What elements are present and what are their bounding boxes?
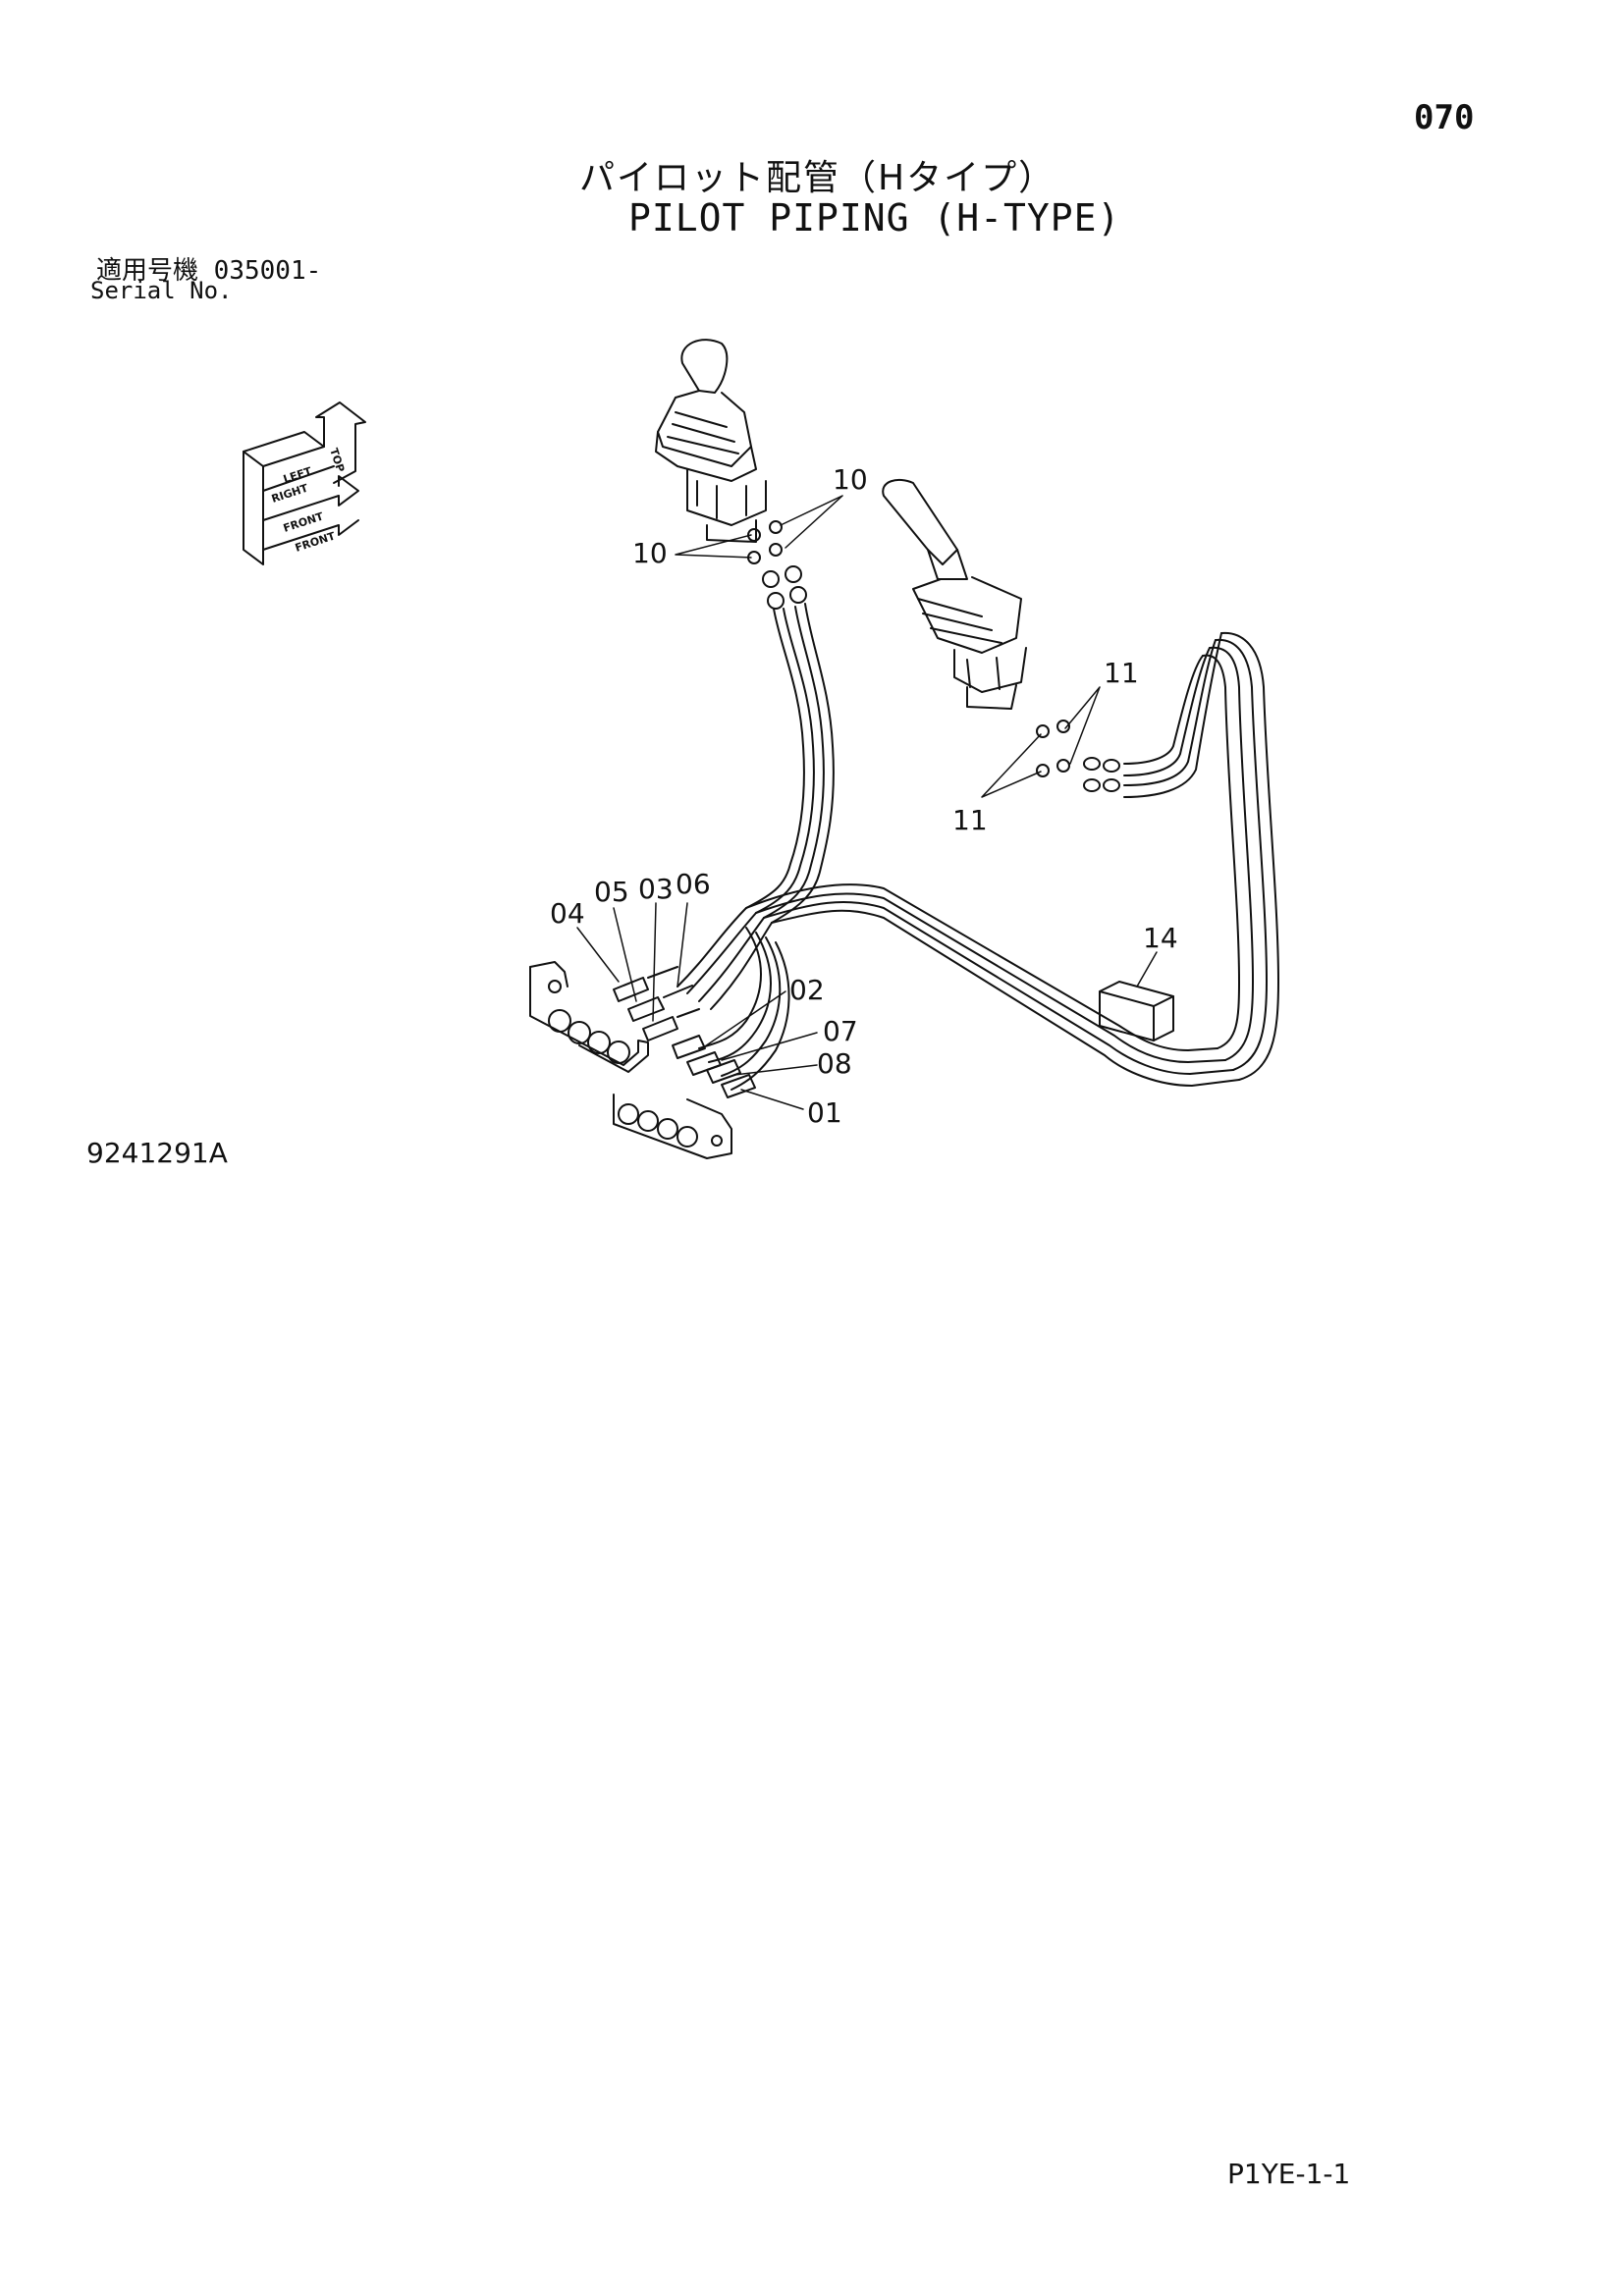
orientation-top: TOP [327, 447, 347, 474]
callout-04: 04 [550, 897, 585, 930]
serial-line-japanese: 適用号機 035001- [96, 250, 321, 287]
fittings-10 [747, 520, 807, 610]
title-japanese: パイロット配管（Hタイプ） [579, 158, 1056, 198]
callout-01: 01 [807, 1096, 842, 1129]
orientation-indicator: LEFT RIGHT FRONT FRONT TOP [243, 401, 366, 565]
drawing-number: 9241291A [86, 1137, 228, 1169]
callout-14: 14 [1143, 922, 1178, 954]
upper-port-plate [529, 961, 700, 1073]
leader-lines [576, 495, 1158, 1110]
page-number: 070 [1414, 98, 1475, 137]
callout-07: 07 [823, 1015, 858, 1047]
page-code: P1YE-1-1 [1227, 2158, 1351, 2190]
callout-02: 02 [789, 974, 825, 1006]
hoses-long [745, 631, 1279, 1087]
callout-03: 03 [638, 873, 674, 905]
hoses-to-ports [677, 907, 790, 1091]
lower-port-plate [613, 1035, 756, 1159]
left-pilot-valve [655, 339, 767, 543]
callout-10-right: 10 [833, 463, 868, 496]
hoses-left [745, 603, 835, 924]
title-english: PILOT PIPING (H-TYPE) [628, 196, 1121, 240]
orientation-right: RIGHT [270, 482, 310, 506]
callout-11-bottom: 11 [952, 804, 988, 836]
callout-06: 06 [676, 868, 711, 900]
callout-10-left: 10 [632, 537, 668, 569]
serial-value: 035001- [213, 256, 322, 286]
serial-label-jp: 適用号機 [96, 256, 199, 286]
callouts: 10 10 11 11 04 05 03 06 02 07 08 01 14 [550, 463, 1178, 1129]
callout-11-top: 11 [1104, 657, 1139, 689]
serial-label-english: Serial No. [90, 277, 233, 304]
callout-05: 05 [594, 876, 629, 908]
right-pilot-valve [882, 478, 1027, 710]
block-14 [1099, 981, 1174, 1041]
callout-08: 08 [817, 1047, 852, 1080]
fittings-11 [1036, 720, 1120, 792]
orientation-left: LEFT [282, 464, 314, 486]
